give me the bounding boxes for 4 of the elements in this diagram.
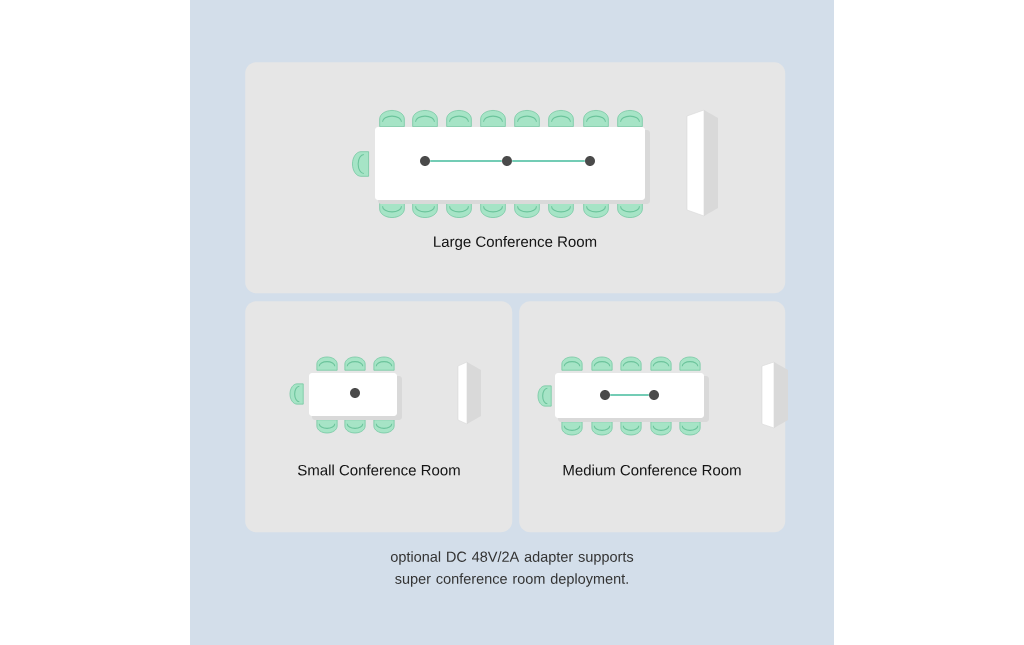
connector-line [511,160,586,162]
connector-line [609,394,650,396]
caption-text: optional DC 48V/2A adapter supports super conference room deployment. [390,551,634,587]
connector-line [429,160,503,162]
